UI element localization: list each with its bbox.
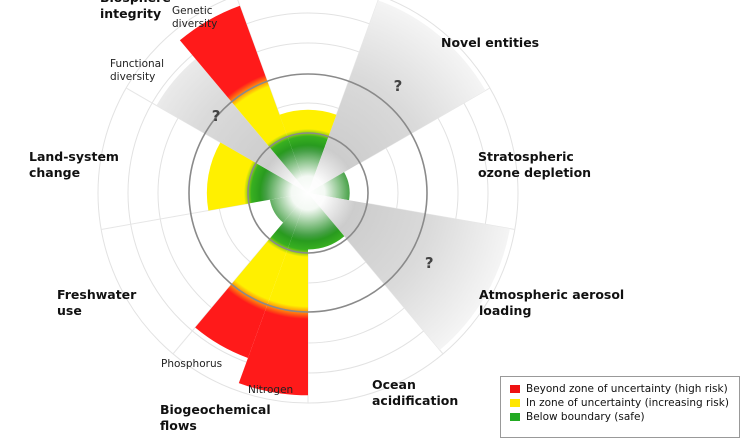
- unknown-mark-novel: ?: [394, 77, 403, 95]
- unknown-mark-aerosol: ?: [425, 254, 434, 272]
- legend-swatch-red: [510, 385, 520, 393]
- unknown-mark-functional: ?: [212, 107, 221, 125]
- grid-spoke: [172, 238, 270, 355]
- safe-boundary-circle: [247, 132, 369, 254]
- label-freshwater-use: Freshwater use: [57, 287, 137, 318]
- wedge-novel: [308, 0, 486, 194]
- legend-label: In zone of uncertainty (increasing risk): [526, 397, 729, 409]
- label-novel-entities: Novel entities: [441, 35, 540, 50]
- legend-swatch-yellow: [510, 399, 520, 407]
- boundary-circles: [188, 73, 428, 313]
- unknown-marks: ???: [212, 77, 434, 272]
- legend-item-safe: Below boundary (safe): [510, 411, 645, 423]
- sublabel-functional-diversity: Functional diversity: [110, 58, 165, 83]
- legend: Beyond zone of uncertainty (high risk) I…: [500, 376, 740, 438]
- label-ocean-acidification: Ocean acidification: [372, 377, 459, 408]
- label-land-system-change: Land-system change: [29, 149, 119, 180]
- label-biosphere-integrity: Biosphere integrity: [100, 0, 171, 21]
- planetary-boundaries-diagram: ???: [97, 0, 519, 404]
- wedge-phosphorus: [195, 193, 308, 358]
- sublabel-nitrogen: Nitrogen: [248, 384, 294, 396]
- sublabel-genetic-diversity: Genetic diversity: [172, 5, 218, 30]
- high-risk-boundary-circle: [188, 73, 428, 313]
- legend-label: Beyond zone of uncertainty (high risk): [526, 383, 728, 395]
- label-biogeochemical-flows: Biogeochemical flows: [160, 402, 271, 433]
- center-glow: [260, 145, 356, 241]
- legend-label: Below boundary (safe): [526, 411, 645, 423]
- wedge-nitrogen: [238, 193, 308, 396]
- label-atmospheric-aerosol: Atmospheric aerosol loading: [479, 287, 625, 318]
- legend-item-increasing-risk: In zone of uncertainty (increasing risk): [510, 397, 729, 409]
- wedge-aerosol: [308, 193, 510, 351]
- legend-swatch-green: [510, 413, 520, 421]
- wedge-genetic: [179, 5, 308, 193]
- legend-item-high-risk: Beyond zone of uncertainty (high risk): [510, 383, 728, 395]
- wedge-functional: [156, 58, 308, 193]
- label-stratospheric-ozone: Stratospheric ozone depletion: [478, 149, 592, 180]
- sublabel-phosphorus: Phosphorus: [161, 358, 223, 370]
